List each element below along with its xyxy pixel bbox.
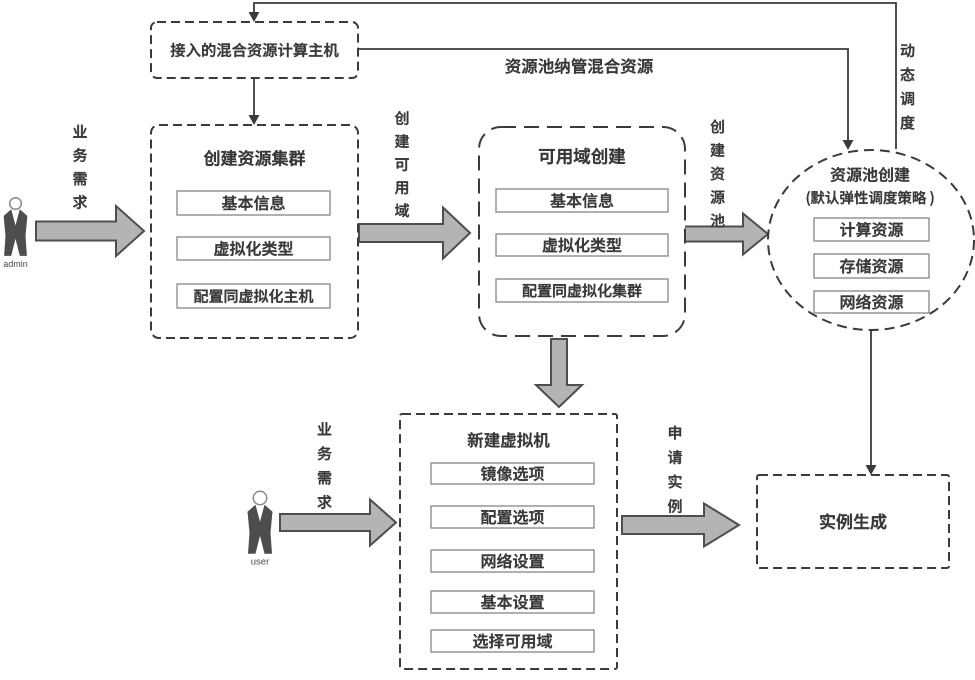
svg-text:admin: admin	[3, 259, 28, 269]
svg-text:user: user	[251, 557, 269, 568]
